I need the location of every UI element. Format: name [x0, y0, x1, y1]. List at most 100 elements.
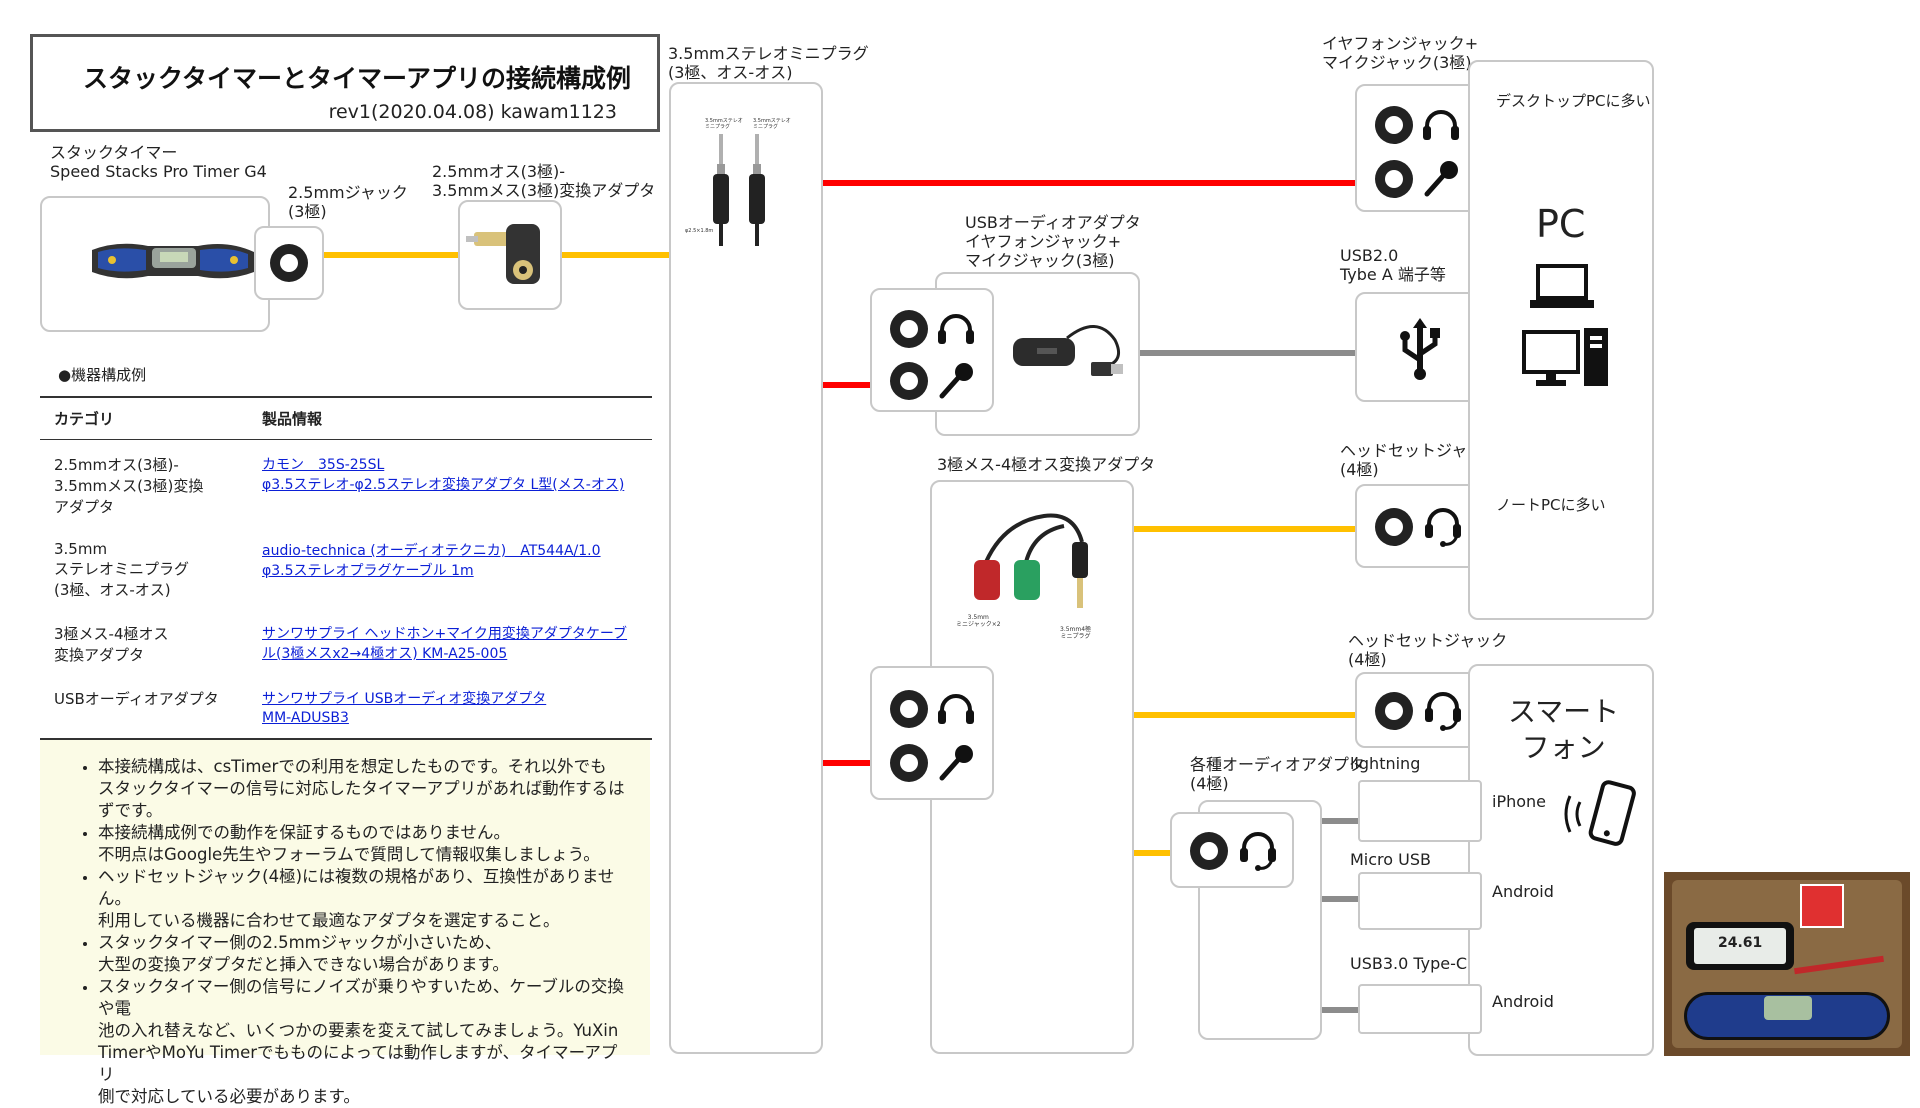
adapter-3to4-headphone-jack — [890, 690, 928, 728]
stereo-plug-box: 3.5mmステレオ ミニプラグ 3.5mmステレオ ミニプラグ φ2.5×1.8… — [669, 82, 823, 1054]
photo-display-text: 24.61 — [1718, 935, 1763, 951]
pc-headset-jack — [1375, 508, 1413, 546]
pc-jack-label: イヤフォンジャック+ マイクジャック(3極) — [1322, 34, 1479, 72]
note-item: 本接続構成例での動作を保証するものではありません。 不明点はGoogle先生やフ… — [98, 822, 630, 866]
table-cell-category: 3極メス-4極オス 変換アダプタ — [54, 625, 169, 664]
pc-headphone-jack — [1375, 106, 1413, 144]
adapter-3to4-jack-panel — [870, 666, 994, 800]
phone-device-android-microusb: Android — [1492, 882, 1554, 901]
product-link[interactable]: audio-technica (オーディオテクニカ) AT544A/1.0 φ3… — [262, 543, 601, 579]
port-label-lightning: lightning — [1350, 754, 1421, 773]
adapter-3to4-image — [974, 513, 1088, 608]
equipment-heading: ●機器構成例 — [58, 366, 147, 384]
table-cell-product: サンワサプライ ヘッドホン+マイク用変換アダプタケーブ ル(3極メスx2→4極オ… — [248, 609, 652, 674]
setup-photo: 24.61 — [1664, 872, 1910, 1056]
smartphone-icon — [1564, 780, 1636, 846]
table-cell-category: USBオーディオアダプタ — [40, 674, 248, 740]
wire-plug-pc-mic — [820, 180, 1380, 186]
headset-jack-phone-box — [1355, 672, 1479, 748]
page-subtitle: rev1(2020.04.08) kawam1123 — [328, 101, 617, 123]
pc-jack-panel — [1355, 84, 1479, 212]
headphone-icon — [938, 314, 974, 344]
wire-3to4-phone-headset — [1130, 712, 1380, 718]
table-cell-category: 2.5mmオス(3極)- 3.5mmメス(3極)変換 アダプタ — [54, 456, 204, 516]
timer-jack-25 — [270, 244, 308, 282]
adapter-25-35-label: 2.5mmオス(3極)- 3.5mmメス(3極)変換アダプタ — [432, 162, 656, 200]
product-link[interactable]: サンワサプライ ヘッドホン+マイク用変換アダプタケーブ ル(3極メスx2→4極オ… — [262, 626, 628, 662]
usb-icon — [1400, 318, 1440, 380]
wire-3to4-pc-headset — [1130, 526, 1380, 532]
wire-audio-microusb — [1318, 896, 1360, 902]
stereo-plug-img-text-bottom: φ2.5×1.8m — [685, 228, 714, 234]
timer-jack-box — [254, 226, 324, 300]
port-box-lightning — [1358, 780, 1482, 842]
usb-port-box — [1355, 292, 1479, 402]
microphone-icon — [1424, 161, 1458, 197]
port-box-typec — [1358, 984, 1482, 1034]
wire-audio-typec — [1318, 1007, 1360, 1013]
port-box-microusb — [1358, 872, 1482, 930]
adapter-3to4-img-text-right: 3.5mm4極 ミニプラグ — [1060, 626, 1092, 640]
timer-box — [40, 196, 270, 332]
page-title: スタックタイマーとタイマーアプリの接続構成例 — [83, 64, 632, 93]
wire-audio-lightning — [1318, 818, 1360, 824]
phone-headset-jack — [1375, 692, 1413, 730]
title-box: スタックタイマーとタイマーアプリの接続構成例 rev1(2020.04.08) … — [30, 34, 660, 132]
equipment-table: カテゴリ 製品情報 2.5mmオス(3極)- 3.5mmメス(3極)変換 アダプ… — [40, 396, 652, 740]
adapter-3to4-img-text-left: 3.5mm ミニジャック×2 — [956, 614, 1001, 628]
desktop-pc-icon — [1522, 328, 1608, 386]
photo-timer-display — [1764, 996, 1812, 1020]
pc-panel: デスクトップPCに多い PC ノートPCに多い — [1468, 60, 1654, 620]
wire-3to4-audioadapter — [1130, 850, 1190, 856]
note-item: ヘッドセットジャック(4極)には複数の規格があり、互換性がありません。 利用して… — [98, 866, 630, 932]
usb-audio-mic-jack — [890, 362, 928, 400]
audio-adapter-headset-jack — [1190, 832, 1228, 870]
note-item: スタックタイマー側の信号にノイズが乗りやすいため、ケーブルの交換や電 池の入れ替… — [98, 976, 630, 1108]
table-header-row: カテゴリ 製品情報 — [40, 396, 652, 440]
wire-adapter-plug — [560, 252, 670, 258]
stack-timer-image — [92, 243, 254, 279]
stereo-plug-img-text-right: 3.5mmステレオ ミニプラグ — [753, 118, 791, 130]
headset-icon — [1425, 508, 1461, 547]
microphone-icon — [939, 363, 973, 399]
wire-plug-3to4-mic — [820, 760, 890, 766]
usb-audio-headphone-jack — [890, 310, 928, 348]
headset-jack-phone-label: ヘッドセットジャック (4極) — [1348, 631, 1508, 669]
adapter-25-35-image — [466, 224, 540, 284]
usb-audio-label: USBオーディオアダプタ イヤフォンジャック+ マイクジャック(3極) — [965, 213, 1141, 270]
port-label-microusb: Micro USB — [1350, 850, 1431, 869]
product-link[interactable]: サンワサプライ USBオーディオ変換アダプタ MM-ADUSB3 — [262, 691, 547, 726]
usb-audio-jack-panel — [870, 288, 994, 412]
table-row: USBオーディオアダプタ サンワサプライ USBオーディオ変換アダプタ MM-A… — [40, 674, 652, 740]
laptop-icon — [1530, 264, 1594, 308]
notes-box: 本接続構成は、csTimerでの利用を想定したものです。それ以外でも スタックタ… — [40, 740, 650, 1106]
photo-phone-screen — [1694, 928, 1786, 964]
pc-notebook-note: ノートPCに多い — [1496, 496, 1606, 514]
timer-label: スタックタイマー Speed Stacks Pro Timer G4 — [50, 143, 267, 181]
headset-icon — [1240, 832, 1276, 871]
timer-jack-label: 2.5mmジャック (3極) — [288, 183, 408, 221]
table-row: 2.5mmオス(3極)- 3.5mmメス(3極)変換 アダプタ カモン 35S-… — [40, 440, 652, 527]
table-header-category: カテゴリ — [40, 396, 248, 440]
note-item: 本接続構成は、csTimerでの利用を想定したものです。それ以外でも スタックタ… — [98, 756, 630, 822]
product-link[interactable]: カモン 35S-25SL φ3.5ステレオ-φ2.5ステレオ変換アダプタ L型(… — [262, 457, 625, 493]
adapter-3to4-label: 3極メス-4極オス変換アダプタ — [937, 455, 1156, 474]
pc-desktop-note: デスクトップPCに多い — [1496, 92, 1651, 110]
headphone-icon — [938, 694, 974, 724]
audio-adapter-jack-panel — [1170, 812, 1294, 888]
adapter-3to4-mic-jack — [890, 744, 928, 782]
table-cell-product: サンワサプライ USBオーディオ変換アダプタ MM-ADUSB3 — [248, 674, 652, 740]
wire-plug-usbaudio-mic — [820, 382, 890, 388]
phone-device-iphone: iPhone — [1492, 792, 1547, 811]
stereo-plug-label: 3.5mmステレオミニプラグ (3極、オス-オス) — [668, 44, 869, 82]
stereo-plug-img-text-left: 3.5mmステレオ ミニプラグ — [705, 118, 743, 130]
table-cell-product: audio-technica (オーディオテクニカ) AT544A/1.0 φ3… — [248, 526, 652, 609]
table-row: 3極メス-4極オス 変換アダプタ サンワサプライ ヘッドホン+マイク用変換アダプ… — [40, 609, 652, 674]
headset-jack-pc-box — [1355, 484, 1479, 568]
microphone-icon — [939, 745, 973, 781]
wire-timer-adapter — [308, 252, 460, 258]
pc-title: PC — [1536, 202, 1586, 246]
headphone-icon — [1423, 110, 1459, 140]
stereo-plug-image — [713, 134, 765, 246]
audio-adapters-label: 各種オーディオアダプタ (4極) — [1190, 755, 1365, 793]
